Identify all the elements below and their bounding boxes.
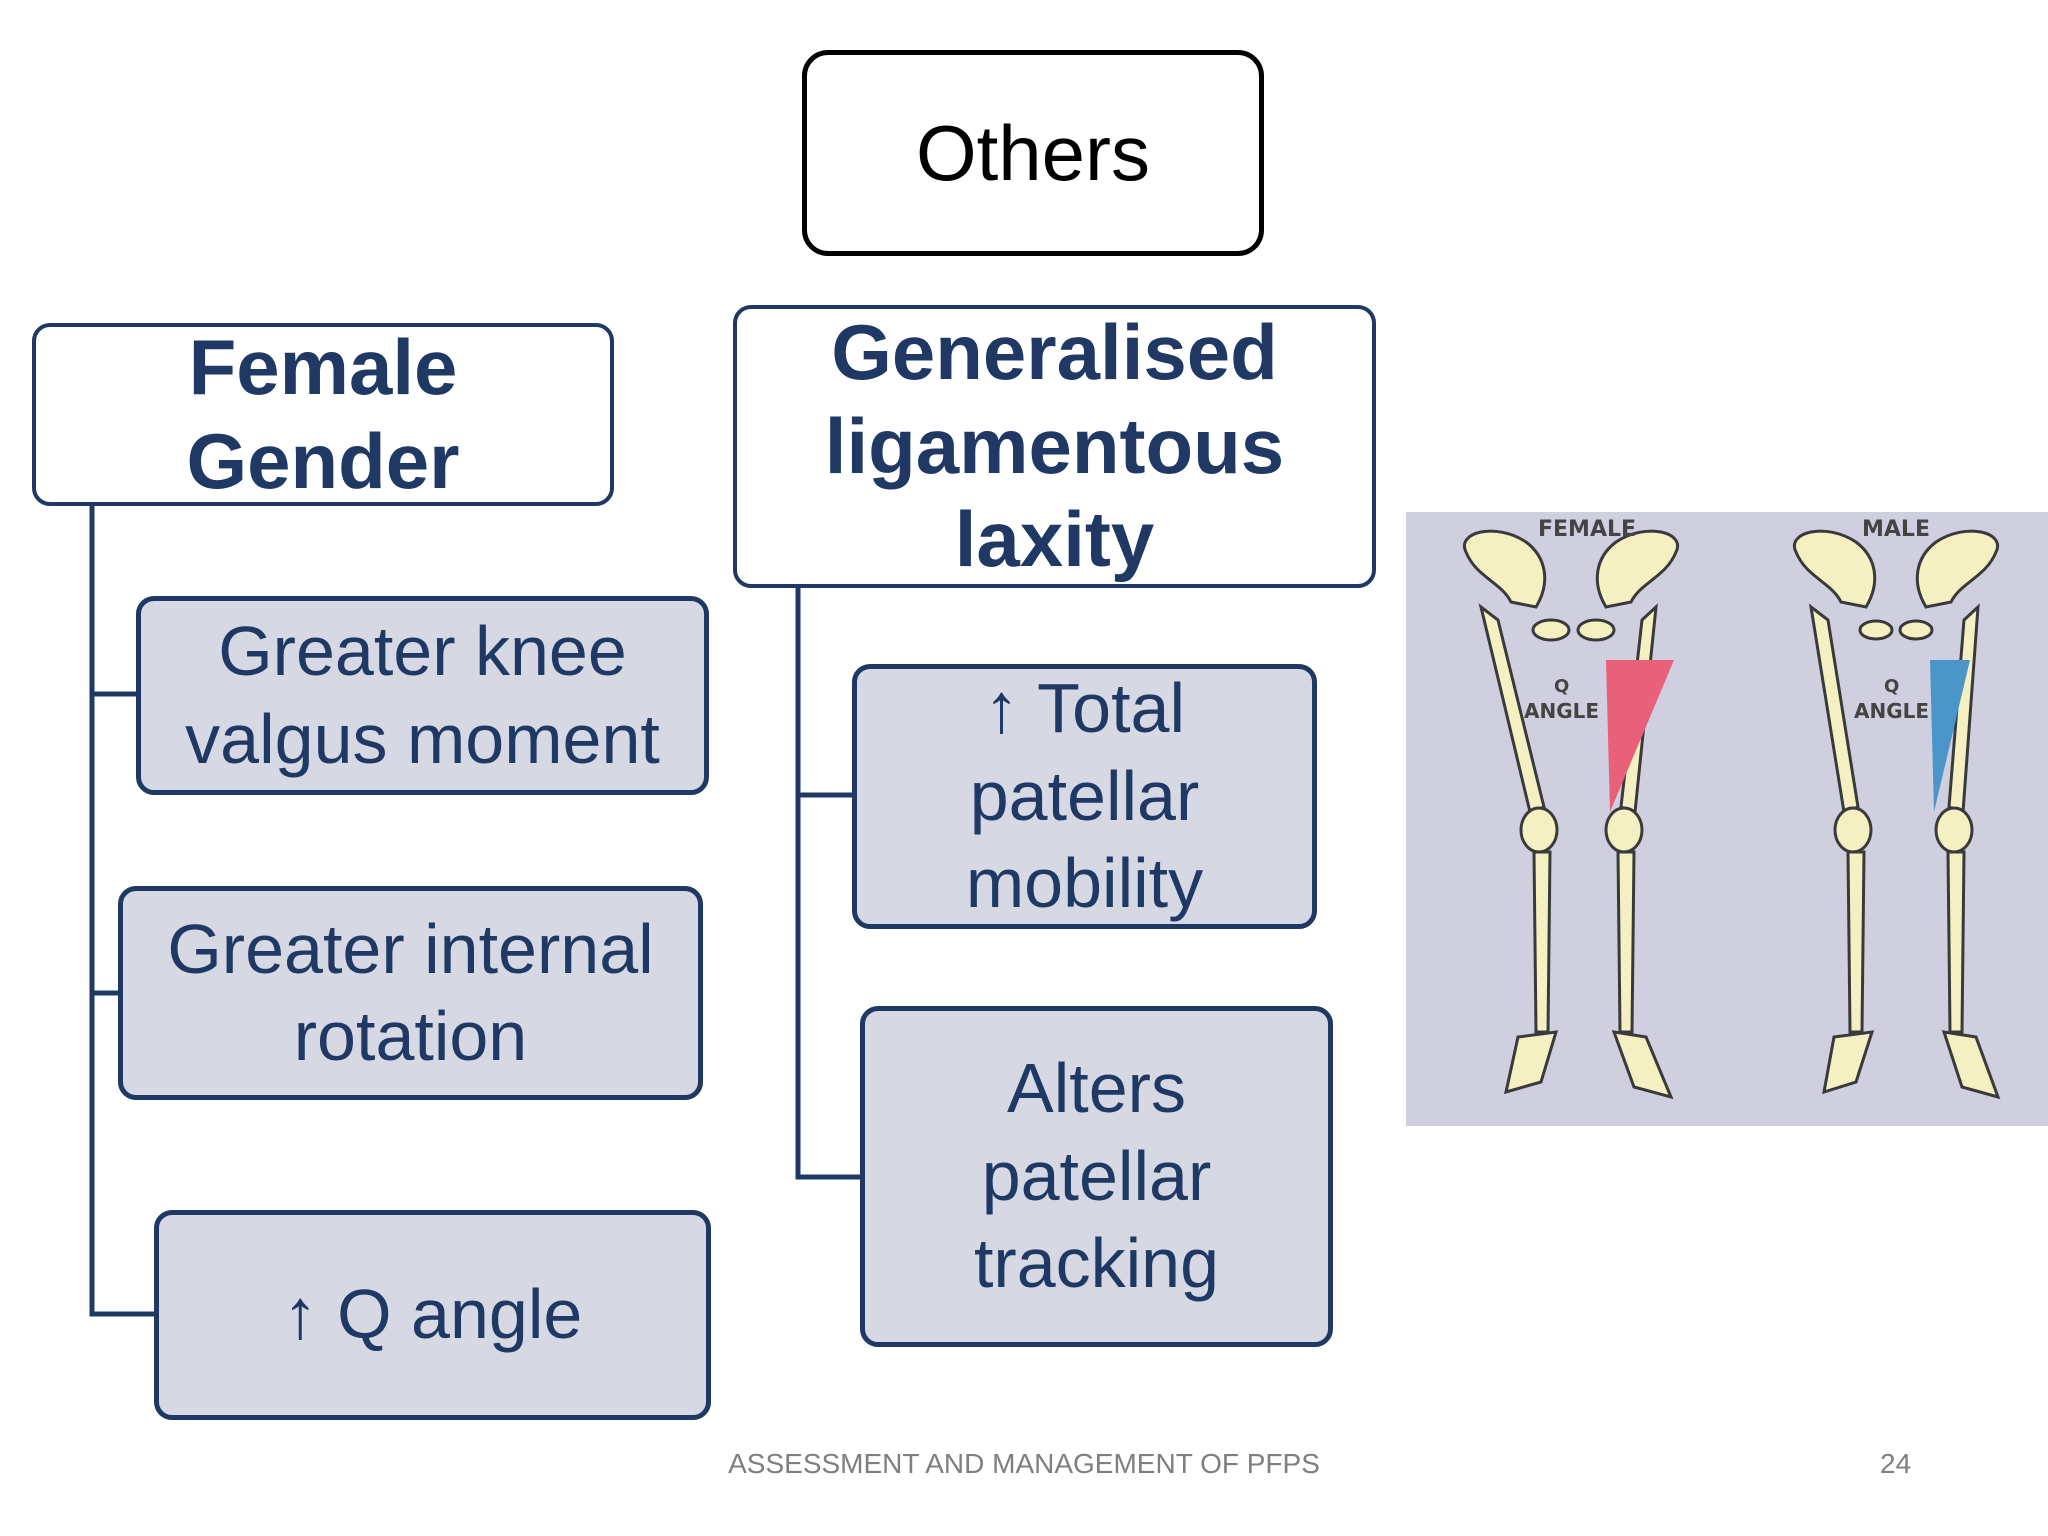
female-gender-label: Female Gender — [186, 322, 460, 505]
male-skeleton — [1792, 529, 2001, 1100]
patellar-mobility-box: ↑ Total patellar mobility — [852, 664, 1317, 929]
right-connector-main — [795, 588, 862, 1180]
ligamentous-laxity-box: Generalised ligamentous laxity — [733, 305, 1376, 588]
patellar-tracking-label: Alters patellar tracking — [973, 1049, 1220, 1303]
page-number: 24 — [1880, 1448, 1912, 1479]
male-q-angle-wedge — [1930, 660, 1970, 812]
internal-rotation-label: Greater internal rotation — [167, 909, 654, 1076]
q-angle-skeleton-figure: FEMALE MALE Q ANGLE Q ANGLE — [1406, 512, 2048, 1126]
others-box: Others — [802, 50, 1264, 256]
left-connector-main — [89, 506, 156, 1317]
male-label: MALE — [1862, 517, 1930, 542]
ligamentous-laxity-label: Generalised ligamentous laxity — [824, 308, 1285, 584]
footer-title: ASSESSMENT AND MANAGEMENT OF PFPS — [728, 1448, 1320, 1479]
female-label: FEMALE — [1538, 517, 1636, 542]
internal-rotation-box: Greater internal rotation — [118, 886, 703, 1100]
knee-valgus-label: Greater knee valgus moment — [185, 612, 660, 778]
knee-valgus-box: Greater knee valgus moment — [136, 596, 709, 795]
q-angle-label: ↑ Q angle — [282, 1275, 583, 1354]
female-q-label: Q — [1554, 676, 1569, 697]
female-gender-box: Female Gender — [32, 323, 614, 506]
female-q-angle-wedge — [1606, 660, 1674, 812]
patellar-tracking-box: Alters patellar tracking — [860, 1006, 1333, 1347]
female-angle-label: ANGLE — [1524, 699, 1599, 723]
male-q-label: Q — [1884, 676, 1899, 697]
male-angle-label: ANGLE — [1854, 699, 1929, 723]
q-angle-box: ↑ Q angle — [154, 1210, 711, 1420]
others-label: Others — [915, 108, 1151, 197]
patellar-mobility-label: ↑ Total patellar mobility — [965, 669, 1204, 923]
